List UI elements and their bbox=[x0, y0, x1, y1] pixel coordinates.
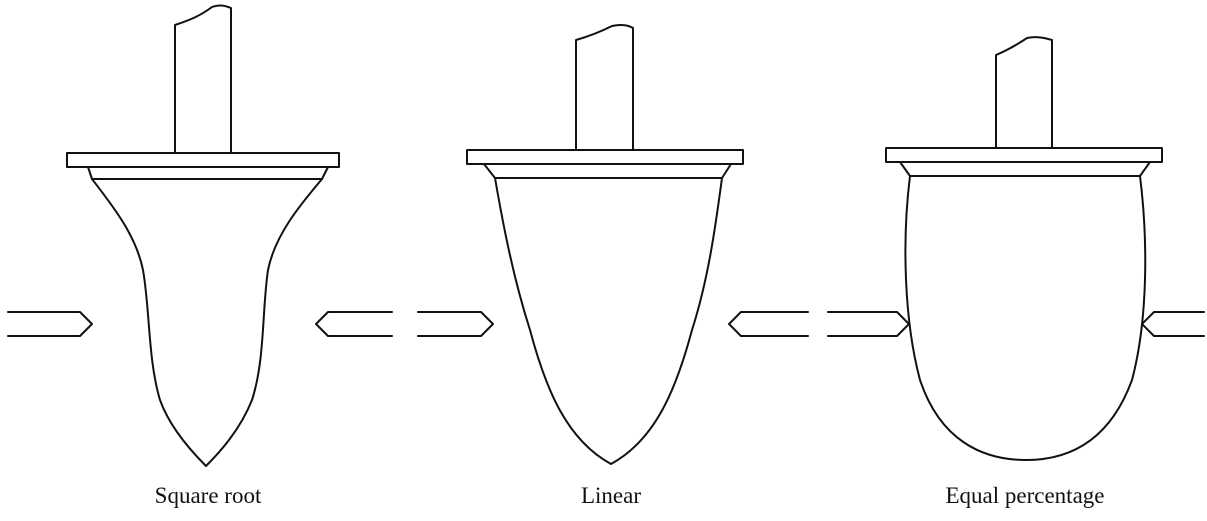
linear-seat-flange bbox=[466, 149, 744, 165]
seat-arrow-4 bbox=[728, 311, 809, 337]
square-root-plug-body bbox=[87, 166, 329, 467]
linear-plug bbox=[466, 23, 744, 465]
equal-percentage-stem bbox=[995, 36, 1053, 153]
equal-percentage-seat-flange bbox=[885, 147, 1163, 163]
seat-arrow-2 bbox=[315, 311, 393, 337]
equal-percentage-plug-body bbox=[899, 161, 1151, 461]
square-root-plug bbox=[66, 4, 340, 467]
equal-percentage-plug bbox=[885, 36, 1163, 461]
linear-label: Linear bbox=[580, 483, 642, 508]
seat-ring-arrows bbox=[7, 311, 1205, 337]
linear-plug-body bbox=[483, 163, 732, 465]
seat-arrow-5 bbox=[827, 311, 910, 337]
equal-percentage-label: Equal percentage bbox=[945, 483, 1105, 508]
square-root-stem bbox=[174, 4, 232, 154]
seat-arrow-1 bbox=[7, 311, 93, 337]
seat-arrow-3 bbox=[417, 311, 494, 337]
seat-arrow-6 bbox=[1141, 311, 1205, 337]
square-root-label: Square root bbox=[154, 483, 262, 508]
linear-stem bbox=[575, 23, 634, 154]
square-root-seat-flange bbox=[66, 152, 340, 168]
